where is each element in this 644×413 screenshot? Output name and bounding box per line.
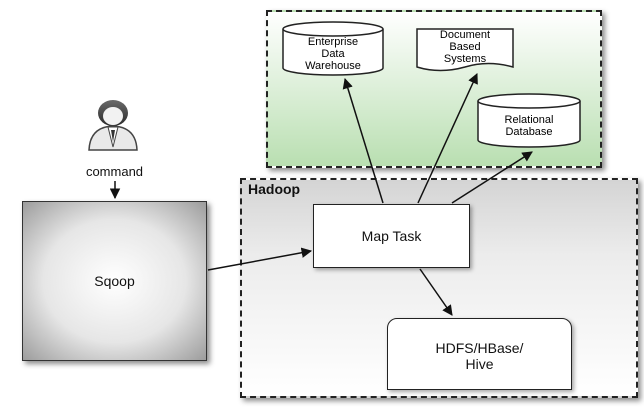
sqoop-label: Sqoop xyxy=(94,273,135,289)
actor-label: command xyxy=(85,164,144,179)
relational-label-line1: Relational xyxy=(505,114,554,126)
hadoop-panel-title: Hadoop xyxy=(248,181,301,197)
warehouse-label-line2: Data xyxy=(321,48,345,60)
sqoop-box: Sqoop xyxy=(22,201,207,361)
map-task-label: Map Task xyxy=(361,228,422,244)
arrow-map-task-to-hdfs xyxy=(419,268,453,316)
hdfs-label-line1: HDFS/HBase/ xyxy=(435,340,524,356)
document-label-line2: Based xyxy=(449,41,480,53)
hdfs-hbase-hive-box: HDFS/HBase/ Hive xyxy=(387,318,572,390)
hdfs-label-line2: Hive xyxy=(465,356,494,372)
document-label-line3: Systems xyxy=(444,53,487,65)
warehouse-label-line1: Enterprise xyxy=(308,36,358,48)
arrow-map-task-to-document xyxy=(417,73,478,204)
document-based-systems-shape xyxy=(416,28,514,72)
map-task-box: Map Task xyxy=(313,204,470,268)
arrow-map-task-to-warehouse xyxy=(342,77,384,204)
arrow-map-task-to-relational xyxy=(451,151,533,204)
warehouse-label-line3: Warehouse xyxy=(305,60,361,72)
arrow-sqoop-to-map-task xyxy=(207,247,313,271)
relational-label-line2: Database xyxy=(505,126,552,138)
user-person-icon xyxy=(88,100,138,151)
document-label-line1: Document xyxy=(440,29,490,41)
relational-database-cylinder xyxy=(477,93,581,148)
enterprise-data-warehouse-cylinder xyxy=(282,21,384,76)
